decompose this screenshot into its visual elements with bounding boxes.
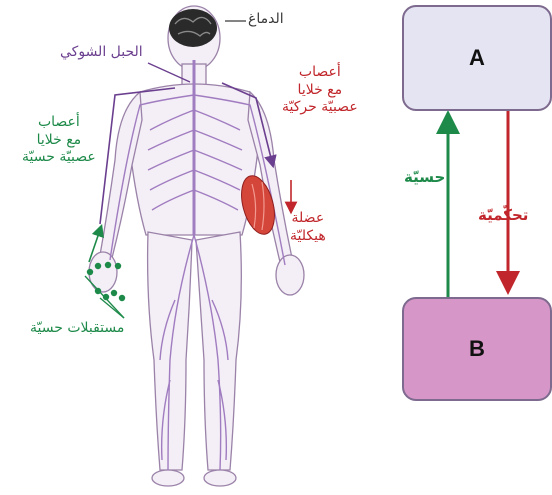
spinal-cord-label: الحبل الشوكي xyxy=(60,44,143,62)
sensory-arrow-label: حسيّة xyxy=(404,168,445,187)
motor-nerves-label: أعصاب مع خلايا عصبيّة حركيّة xyxy=(282,64,358,117)
motor-nerves-line-2: مع خلايا xyxy=(282,82,358,100)
control-arrow-label: تحكّميّة xyxy=(478,206,528,225)
sensory-receptors-label: مستقبلات حسيّة xyxy=(30,320,124,338)
box-a: A xyxy=(402,5,552,111)
brain-label: الدماغ xyxy=(248,11,284,29)
sensory-nerves-label: أعصاب مع خلايا عصبيّة حسيّة xyxy=(22,114,96,167)
sensory-nerves-line-3: عصبيّة حسيّة xyxy=(22,149,96,167)
box-a-label: A xyxy=(469,45,485,71)
box-b: B xyxy=(402,297,552,401)
muscle-line-2: هيكليّة xyxy=(290,228,326,246)
motor-nerves-line-3: عصبيّة حركيّة xyxy=(282,99,358,117)
muscle-line-1: عضلة xyxy=(290,210,326,228)
box-b-label: B xyxy=(469,336,485,362)
sensory-nerves-line-2: مع خلايا xyxy=(22,132,96,150)
sensory-nerves-line-1: أعصاب xyxy=(22,114,96,132)
motor-nerves-line-1: أعصاب xyxy=(282,64,358,82)
brain-icon xyxy=(169,9,217,47)
muscle-label: عضلة هيكليّة xyxy=(290,210,326,245)
receptor-pointer-line-2 xyxy=(100,298,124,318)
